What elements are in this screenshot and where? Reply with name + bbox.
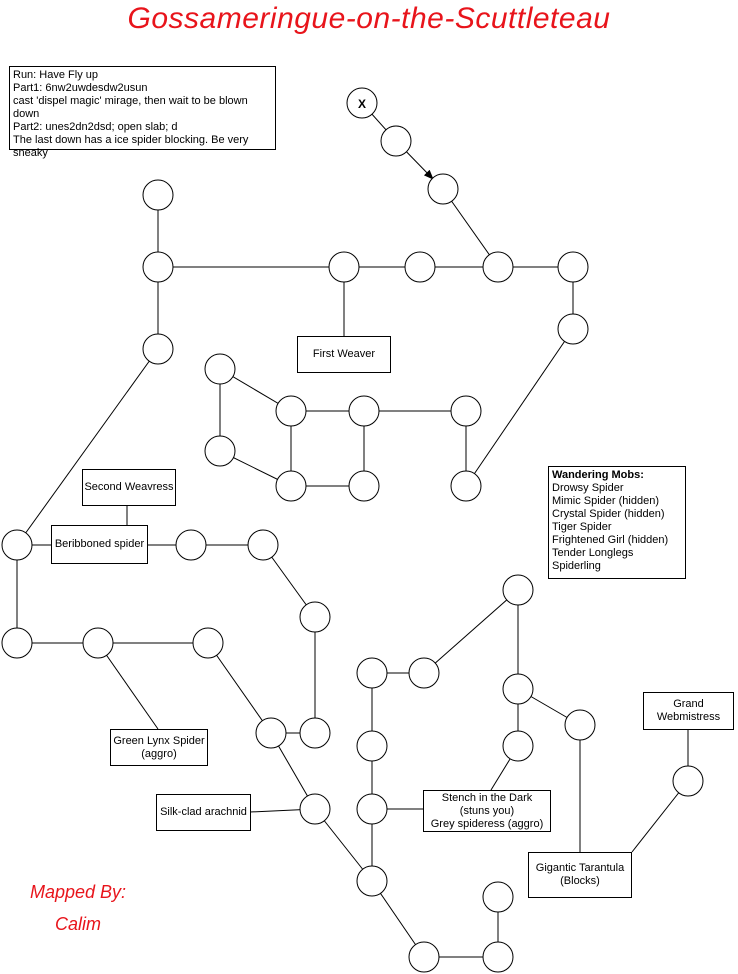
label-text: (Blocks) <box>560 875 600 887</box>
room-node <box>356 730 388 762</box>
label-text: Stench in the Dark <box>441 791 533 804</box>
room-node <box>482 251 514 283</box>
label-text: Gigantic Tarantula <box>535 862 625 874</box>
label-green-lynx-spider: Green Lynx Spider (aggro) <box>110 729 208 766</box>
label-text: Second Weavress <box>84 481 174 493</box>
room-node <box>142 251 174 283</box>
mob-item: Tiger Spider <box>552 521 612 533</box>
room-node <box>142 333 174 365</box>
run-notes-box: Run: Have Fly up Part1: 6nw2uwdesdw2usun… <box>9 66 276 159</box>
room-node <box>175 529 207 561</box>
label-first-weaver: First Weaver <box>297 336 391 373</box>
room-node <box>502 574 534 606</box>
start-marker: X <box>358 97 366 111</box>
room-node <box>380 125 412 157</box>
label-text: Grey spideress (aggro) <box>430 817 544 830</box>
mob-item: Drowsy Spider <box>552 482 624 494</box>
room-node <box>502 673 534 705</box>
room-node <box>204 435 236 467</box>
label-text: (aggro) <box>141 747 177 760</box>
room-node <box>82 627 114 659</box>
credit-author: Calim <box>55 914 102 934</box>
label-text: Green Lynx Spider <box>113 734 205 747</box>
room-node <box>404 251 436 283</box>
start-room <box>346 87 378 119</box>
room-node <box>275 470 307 502</box>
room-node <box>255 717 287 749</box>
run-note-line: Part1: 6nw2uwdesdw2usun <box>13 82 148 94</box>
room-node <box>450 395 482 427</box>
run-note-line: Part2: unes2dn2dsd; open slab; d <box>13 121 178 133</box>
room-node <box>247 529 279 561</box>
room-node <box>299 717 331 749</box>
label-text: (stuns you) <box>459 804 515 817</box>
label-text: Webmistress <box>656 711 721 723</box>
wandering-mobs-heading: Wandering Mobs: <box>552 469 644 481</box>
room-node <box>672 765 704 797</box>
room-node <box>557 251 589 283</box>
wandering-mobs-box: Wandering Mobs: Drowsy Spider Mimic Spid… <box>548 466 686 579</box>
page-title: Gossameringue-on-the-Scuttleteau <box>127 2 611 35</box>
room-node <box>482 881 514 913</box>
mob-item: Spiderling <box>552 560 601 572</box>
room-node <box>450 470 482 502</box>
room-node <box>328 251 360 283</box>
label-grand-webmistress: Grand Webmistress <box>643 692 734 730</box>
room-node <box>408 941 440 973</box>
label-beribboned-spider: Beribboned spider <box>51 525 148 564</box>
room-node <box>1 529 33 561</box>
credit-mapped-by: Mapped By: <box>30 882 127 902</box>
label-text: Beribboned spider <box>54 538 145 550</box>
room-node <box>427 173 459 205</box>
room-node <box>1 627 33 659</box>
mob-item: Mimic Spider (hidden) <box>552 495 659 507</box>
room-node <box>408 657 440 689</box>
room-node <box>204 353 236 385</box>
label-stench-in-the-dark: Stench in the Dark (stuns you) Grey spid… <box>423 790 551 832</box>
room-node <box>348 395 380 427</box>
label-second-weavress: Second Weavress <box>82 469 176 506</box>
room-node <box>356 865 388 897</box>
run-note-line: cast 'dispel magic' mirage, then wait to… <box>13 95 248 120</box>
label-text: Grand <box>673 698 704 710</box>
label-text: Silk-clad arachnid <box>160 806 247 818</box>
room-node <box>557 313 589 345</box>
run-note-line: sneaky <box>13 147 48 159</box>
room-node <box>299 601 331 633</box>
room-node <box>482 941 514 973</box>
label-gigantic-tarantula: Gigantic Tarantula (Blocks) <box>528 852 632 898</box>
label-silk-clad-arachnid: Silk-clad arachnid <box>156 794 251 831</box>
room-node <box>192 627 224 659</box>
run-note-line: Run: Have Fly up <box>13 69 98 81</box>
room-node <box>348 470 380 502</box>
mob-item: Frightened Girl (hidden) <box>552 534 669 546</box>
room-node <box>502 730 534 762</box>
mob-item: Tender Longlegs <box>552 547 634 559</box>
room-node <box>275 395 307 427</box>
run-note-line: The last down has a ice spider blocking.… <box>13 134 249 146</box>
room-node <box>142 179 174 211</box>
label-text: First Weaver <box>312 348 376 360</box>
room-node <box>564 709 596 741</box>
room-node <box>299 793 331 825</box>
room-node <box>356 657 388 689</box>
room-node <box>356 793 388 825</box>
mob-item: Crystal Spider (hidden) <box>552 508 665 520</box>
